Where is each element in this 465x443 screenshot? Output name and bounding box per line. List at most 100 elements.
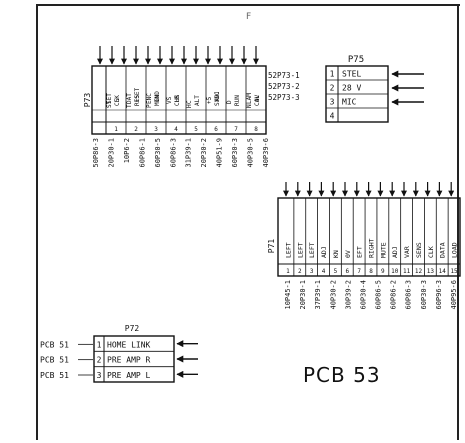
p71-pin-label: EFT	[356, 246, 364, 258]
p73-pin-number: 6	[214, 126, 218, 133]
p71-pin-number: 1	[286, 268, 290, 275]
p71-pin-number: 8	[369, 268, 373, 275]
p71-pin-number: 2	[298, 268, 302, 275]
p75-title: P75	[348, 55, 364, 65]
p71-pin-number: 7	[357, 268, 361, 275]
p73-pin-label: VS	[166, 96, 173, 104]
p73-pin-label: P	[146, 104, 153, 108]
p71-bottom-label: 60P96-3	[435, 280, 443, 310]
p71-bottom-label: 40P95-6	[450, 280, 458, 310]
p73-pin-label: RESET	[134, 88, 141, 106]
p72-pin-label: PRE AMP L	[107, 371, 151, 380]
p73-pin-label: T	[126, 104, 133, 108]
board-label: PCB 53	[303, 363, 381, 387]
p73-side-label: 52P73-2	[268, 82, 300, 91]
p71-pin-label: KN	[332, 250, 340, 258]
p73-pin-label: GND	[154, 91, 161, 102]
p73-pin-number: 3	[154, 126, 158, 133]
p73-pin-label: SYNC	[214, 91, 221, 106]
p73-pin-label: D	[226, 100, 233, 104]
p73-pin-label: SET	[106, 93, 113, 104]
p71-bottom-label: 20P30-1	[299, 280, 307, 310]
p71-bottom-label: 60P86-3	[405, 280, 413, 310]
p73-pin-label: LAM	[246, 93, 253, 104]
p71-pin-number: 13	[427, 268, 435, 275]
p73-pin-label: MIN	[154, 95, 161, 106]
p73-pin-label: CLK	[114, 95, 121, 106]
p71-bottom-label: 30P39-2	[344, 280, 352, 310]
p73-bottom-label: 60P30-3	[231, 138, 239, 168]
p71-title: P71	[267, 239, 276, 254]
p71-pin-label: LEFT	[284, 242, 292, 258]
drawing-frame	[36, 4, 460, 440]
p71-pin-label: CLK	[427, 246, 435, 258]
p71-pin-label: SENS	[415, 242, 423, 258]
p73-pin-number: 5	[194, 126, 198, 133]
p71-pin-number: 6	[345, 268, 349, 275]
p71-pin-number: 12	[415, 268, 423, 275]
p71-bottom-label: 60P86-2	[390, 280, 398, 310]
p71-pin-number: 14	[439, 268, 447, 275]
p71-pin-label: ADJ	[391, 246, 399, 258]
p72-side-label: PCB 51	[40, 356, 69, 365]
p71-pin-label: LEFT	[296, 242, 304, 258]
p72-title: P72	[125, 324, 140, 333]
p73-bottom-label: 60P86-3	[169, 138, 177, 168]
p73-bottom-label: 40P39-6	[262, 138, 270, 168]
p71-pin-label: ADJ	[320, 246, 328, 258]
p73-pin-label: HS	[174, 94, 181, 102]
p73-bottom-label: 40P51-9	[216, 138, 224, 168]
p75-pin-label: MIC	[342, 98, 357, 107]
p71-bottom-label: 60P30-3	[420, 280, 428, 310]
p71-pin-label: 0V	[344, 250, 352, 258]
p71-pin-number: 4	[322, 268, 326, 275]
p72-pin-number: 3	[97, 371, 102, 380]
p71-pin-number: 11	[403, 268, 411, 275]
p72-side-label: PCB 51	[40, 340, 69, 349]
p75-pin-label: 28 V	[342, 84, 361, 93]
p71-pin-number: 15	[450, 268, 458, 275]
p73-side-label: 52P73-3	[268, 93, 300, 102]
p73-pin-label: 0V	[254, 94, 261, 102]
p73-bottom-label: 40P30-5	[247, 138, 255, 168]
p73-pin-number: 2	[134, 126, 138, 133]
p73-pin-label: DAT	[126, 93, 133, 104]
p73-pin-number: 7	[234, 126, 238, 133]
p73-bottom-label: 60P86-1	[138, 138, 146, 168]
p71-pin-label: LOAD	[451, 242, 459, 258]
p73-bottom-label: 31P39-1	[185, 138, 193, 168]
p73-pin-label: N	[246, 104, 253, 108]
p73-pin-label: 5	[114, 98, 121, 102]
p71-pin-number: 9	[381, 268, 385, 275]
p71-pin-label: LEFT	[308, 242, 316, 258]
p73-pin-label: +5	[134, 94, 141, 102]
p71-pin-number: 10	[391, 268, 399, 275]
p73-bottom-label: 20P30-2	[200, 138, 208, 168]
p73-pin-label: CAL	[254, 95, 261, 106]
p73-pin-label: ST	[106, 100, 113, 108]
p71-bottom-label: 10P45-1	[284, 280, 292, 310]
p71-bottom-label: 40P30-2	[329, 280, 337, 310]
p72-pin-number: 1	[97, 340, 102, 349]
p73-bottom-label: 10P6-2	[123, 138, 131, 163]
p75-pin-number: 4	[330, 112, 335, 121]
p73-pin-label: H	[186, 104, 193, 108]
p75-pin-number: 2	[330, 84, 335, 93]
p73-pin-label: ALT	[194, 95, 201, 106]
p73-pin-label: ADJ	[214, 91, 221, 102]
p71-pin-label: RIGHT	[368, 238, 376, 258]
p75-pin-label: STEL	[342, 70, 361, 79]
p73-pin-number: 1	[114, 126, 118, 133]
p73-bottom-label: 20P30-1	[107, 138, 115, 168]
p73-pin-label: RUN	[234, 95, 241, 106]
p73-pin-label: C	[186, 100, 193, 104]
p71-pin-number: 3	[310, 268, 314, 275]
p73-bottom-label: 50P86-3	[92, 138, 100, 168]
p71-connector: LEFT1LEFT2LEFT3ADJ4KN50V6EFT7RIGHT8MUTE9…	[267, 182, 461, 310]
p72-side-label: PCB 51	[40, 371, 69, 380]
drawing-frame-right-edge	[457, 4, 459, 440]
p75-pin-number: 3	[330, 98, 335, 107]
p71-bottom-label: 60P30-4	[359, 280, 367, 310]
